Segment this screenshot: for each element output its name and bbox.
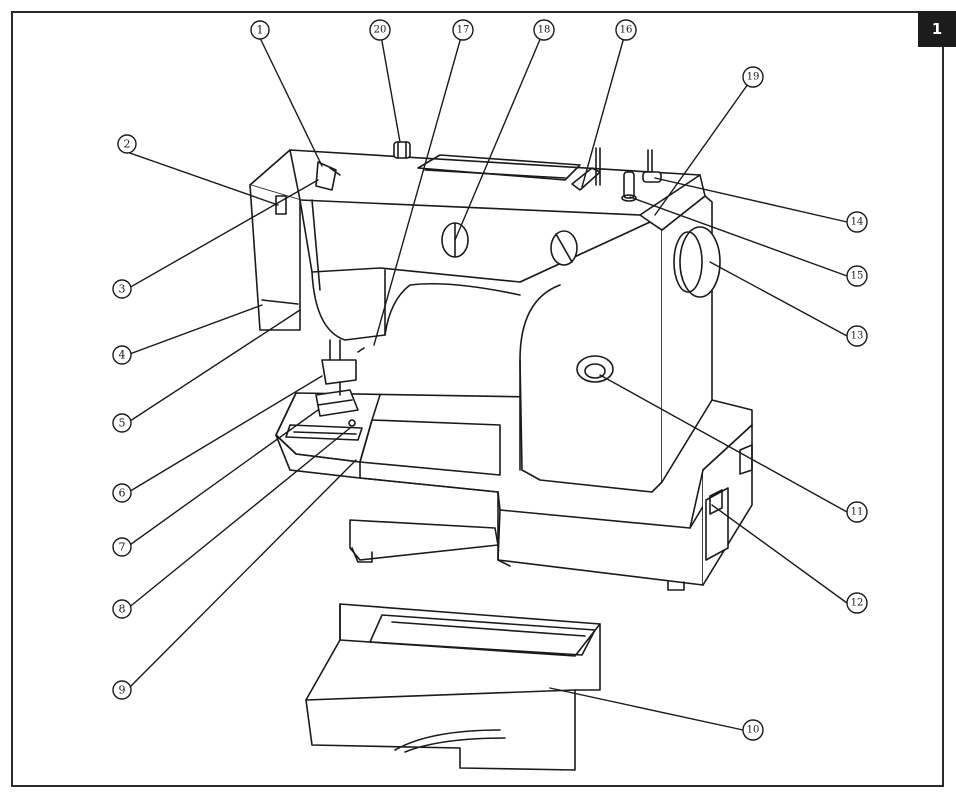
callout-7: 7 xyxy=(112,537,132,557)
callout-5: 5 xyxy=(112,413,132,433)
callout-label: 6 xyxy=(119,487,126,500)
callout-16: 16 xyxy=(615,19,637,41)
callout-label: 3 xyxy=(119,283,126,296)
callout-8: 8 xyxy=(112,599,132,619)
callout-label: 19 xyxy=(747,72,760,83)
callout-label: 16 xyxy=(620,25,633,36)
leader-lines xyxy=(126,29,848,731)
callout-6: 6 xyxy=(112,483,132,503)
callouts: 1 2 3 4 5 6 7 8 9 10 11 12 13 14 15 16 1… xyxy=(112,19,868,741)
callout-label: 10 xyxy=(747,725,760,736)
callout-10: 10 xyxy=(742,719,764,741)
callout-17: 17 xyxy=(452,19,474,41)
callout-label: 9 xyxy=(119,684,126,697)
callout-19: 19 xyxy=(742,66,764,88)
callout-3: 3 xyxy=(112,279,132,299)
callout-label: 8 xyxy=(119,603,126,616)
page-number-badge: 1 xyxy=(918,11,956,47)
callout-18: 18 xyxy=(533,19,555,41)
callout-label: 11 xyxy=(851,507,864,518)
callout-label: 13 xyxy=(851,331,864,342)
callout-4: 4 xyxy=(112,345,132,365)
callout-1: 1 xyxy=(250,20,270,40)
callout-label: 15 xyxy=(851,271,864,282)
callout-15: 15 xyxy=(846,265,868,287)
machine-body xyxy=(249,141,721,493)
callout-14: 14 xyxy=(846,211,868,233)
callout-label: 20 xyxy=(374,25,387,36)
callout-label: 2 xyxy=(124,138,131,151)
callout-label: 4 xyxy=(119,349,126,362)
page-frame xyxy=(11,11,944,787)
callout-13: 13 xyxy=(846,325,868,347)
callout-2: 2 xyxy=(117,134,137,154)
callout-label: 7 xyxy=(119,541,126,554)
extension-table xyxy=(305,603,601,771)
callout-label: 14 xyxy=(851,217,864,228)
callout-label: 18 xyxy=(538,25,551,36)
callout-11: 11 xyxy=(846,501,868,523)
callout-20: 20 xyxy=(369,19,391,41)
callout-12: 12 xyxy=(846,592,868,614)
callout-9: 9 xyxy=(112,680,132,700)
callout-label: 12 xyxy=(851,598,864,609)
callout-label: 1 xyxy=(257,24,264,37)
callout-label: 5 xyxy=(119,417,126,430)
callout-label: 17 xyxy=(457,25,470,36)
